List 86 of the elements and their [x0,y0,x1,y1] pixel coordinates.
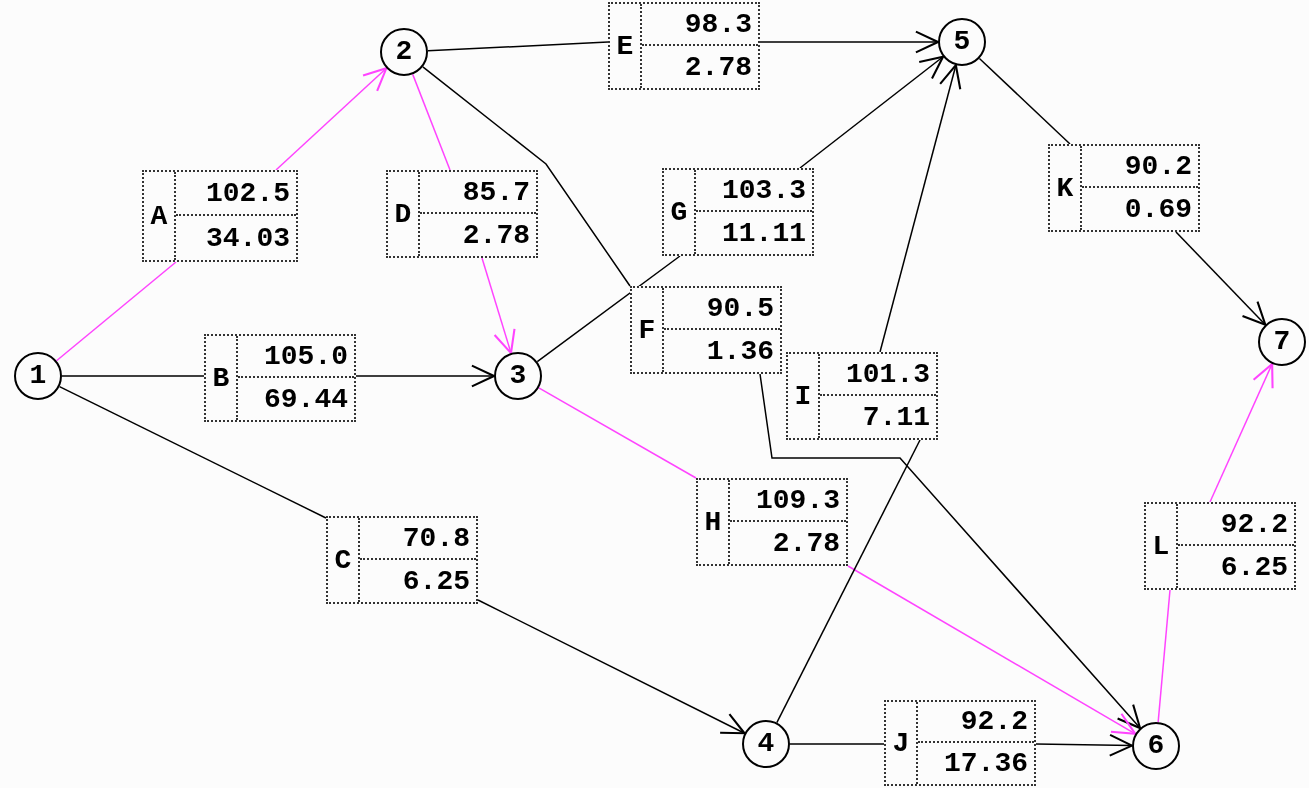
activity-letter: L [1146,504,1178,588]
activity-value: 69.44 [263,382,349,417]
activity-box [786,352,938,440]
activity-box [608,2,760,90]
connector-line [536,255,681,363]
event-number: 4 [757,730,775,758]
connector-line [61,375,205,377]
activity-value: 98.3 [642,4,758,46]
arrow [759,373,1142,730]
activity-letter: H [698,480,730,564]
connector-line [1157,589,1171,723]
activity-value: 17.36 [943,747,1029,781]
connector-line [427,41,609,52]
activity-box [204,334,356,422]
activity-box [696,478,848,566]
event-number: 2 [395,38,413,66]
arrow [1035,733,1134,757]
activity-letter: B [206,336,238,420]
activity-letter: E [610,4,642,88]
activity-value: 92.2 [918,702,1034,743]
activity-value: 34.03 [205,221,291,256]
event-number: 7 [1273,328,1291,356]
connector-line [55,261,177,362]
event-circle [380,28,428,76]
activity-value: 11.11 [721,216,807,251]
activity-value: 1.36 [705,334,775,369]
event-number: 1 [29,362,47,390]
activity-letter: A [144,172,176,260]
activity-value: 2.78 [461,218,531,253]
activity-value: 92.2 [1178,504,1294,546]
event-circle [1132,722,1180,770]
activity-value: 2.78 [771,526,841,561]
arrow [759,30,940,54]
event-circle [14,352,62,400]
activity-box [662,168,814,256]
activity-value: 90.2 [1082,146,1198,188]
activity-box [1144,502,1296,590]
activity-value: 6.25 [401,564,471,599]
activity-value: 103.3 [696,170,812,212]
connector-line [411,73,451,171]
activity-value: 6.25 [1219,550,1289,585]
activity-letter: K [1050,146,1082,230]
activity-value: 2.78 [683,50,753,85]
activity-value: 102.5 [176,172,296,216]
arrow [1209,362,1274,503]
activity-letter: G [664,170,696,254]
arrow [879,64,962,353]
arrow [477,599,746,735]
activity-value: 105.0 [238,336,354,378]
activity-value: 85.7 [420,172,536,214]
event-circle [1258,318,1306,366]
arrow [799,55,945,169]
activity-letter: C [328,518,360,602]
activity-value: 0.69 [1123,192,1193,227]
event-circle [742,720,790,768]
arrow [481,257,516,355]
arrow [1175,231,1267,326]
event-number: 3 [509,362,527,390]
arrow [847,565,1137,735]
activity-box [1048,144,1200,232]
event-number: 5 [953,28,971,56]
activity-box [142,170,298,262]
connector-line [538,387,697,479]
connector-line [422,66,631,287]
event-number: 6 [1147,732,1165,760]
arrow [355,364,496,388]
activity-letter: D [388,172,420,256]
connector-line [789,743,885,745]
connector-line [58,385,327,519]
activity-box [386,170,538,258]
activity-value: 109.3 [730,480,846,522]
event-circle [938,18,986,66]
activity-value: 101.3 [820,354,936,396]
activity-value: 90.5 [664,288,780,330]
activity-letter: J [886,702,918,784]
activity-box [884,700,1036,786]
connector-line [776,439,921,724]
connector-line [978,57,1071,145]
activity-value: 70.8 [360,518,476,560]
activity-box [630,286,782,374]
activity-letter: F [632,288,664,372]
activity-value: 7.11 [861,400,931,435]
arrow [275,67,388,171]
event-circle [494,352,542,400]
activity-box [326,516,478,604]
activity-letter: I [788,354,820,438]
